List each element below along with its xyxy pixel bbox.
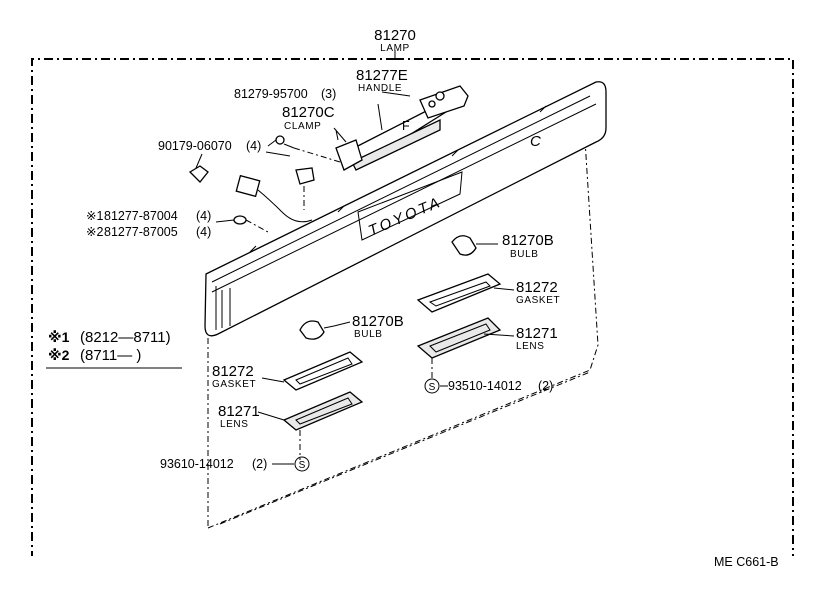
legend-row2-mark: ※2	[48, 347, 70, 363]
top-screw-qty: (3)	[321, 87, 336, 101]
grommet1-part-number: 81277-87004	[104, 209, 178, 223]
lamp-back-plate	[207, 139, 599, 529]
lens-left-part-number: 81271	[218, 403, 260, 420]
bulb-right-part-name: BULB	[510, 249, 539, 260]
main-part-number: 81270	[374, 27, 416, 44]
legend-row1-range: (8212—8711)	[80, 329, 171, 346]
handle-part-name: HANDLE	[358, 83, 402, 94]
main-part-name: LAMP	[380, 43, 410, 54]
gasket-left-part-number: 81272	[212, 363, 254, 380]
screw-right-qty: (2)	[538, 379, 553, 393]
clip-qty: (4)	[246, 139, 261, 153]
lens-left-part-name: LENS	[220, 419, 249, 430]
lens-left-part	[282, 391, 364, 460]
gasket-right-part-number: 81272	[516, 279, 558, 296]
top-screw-part-number: 81279-95700	[234, 87, 308, 101]
lamp-housing: TOYOTA C	[204, 81, 607, 337]
assembly-frame	[31, 50, 794, 556]
screw-left-qty: (2)	[252, 457, 267, 471]
clamp-part	[335, 129, 363, 171]
screw-left-part-number: 93610-14012	[160, 457, 234, 471]
gasket-left-part-name: GASKET	[212, 379, 256, 390]
legend-row1-mark: ※1	[48, 329, 70, 345]
lens-right-part-number: 81271	[516, 325, 558, 342]
clip-and-wire	[188, 165, 315, 233]
bulb-left-part-name: BULB	[354, 329, 383, 340]
bulb-right-part-number: 81270B	[502, 232, 554, 249]
svg-text:S: S	[429, 382, 436, 393]
grommet2-mark: ※2	[86, 225, 103, 239]
screw-right-symbol: S	[424, 378, 440, 394]
gasket-right-part-name: GASKET	[516, 295, 560, 306]
bulb-left-part-number: 81270B	[352, 313, 404, 330]
screw-right-part-number: 93510-14012	[448, 379, 522, 393]
screw-left-symbol: S	[294, 456, 310, 472]
footer-code: ME C661-B	[714, 555, 779, 569]
gasket-left-part	[282, 351, 364, 391]
bulb-left-part	[299, 320, 335, 340]
bulb-right-part	[451, 235, 477, 256]
lens-right-part-name: LENS	[516, 341, 545, 352]
grommet2-part-number: 81277-87005	[104, 225, 178, 239]
grommet2-qty: (4)	[196, 225, 211, 239]
grommet1-mark: ※1	[86, 209, 103, 223]
clamp-part-name: CLAMP	[284, 121, 321, 132]
clip-part-number: 90179-06070	[158, 139, 232, 153]
clamp-part-number: 81270C	[282, 104, 335, 121]
handle-part-number: 81277E	[356, 67, 408, 84]
grommet1-qty: (4)	[196, 209, 211, 223]
logo-panel	[357, 171, 463, 241]
svg-text:S: S	[299, 460, 306, 471]
handle-mark: F	[402, 119, 410, 133]
top-screw-part	[275, 135, 341, 163]
applicability-legend: ※1 (8212—8711) ※2 (8711— )	[46, 329, 182, 369]
lens-right-part	[416, 317, 502, 380]
corner-mark: C	[530, 133, 541, 150]
gasket-right-part	[416, 273, 502, 313]
leader-lines	[195, 91, 515, 465]
legend-row2-range: (8711— )	[80, 347, 141, 364]
